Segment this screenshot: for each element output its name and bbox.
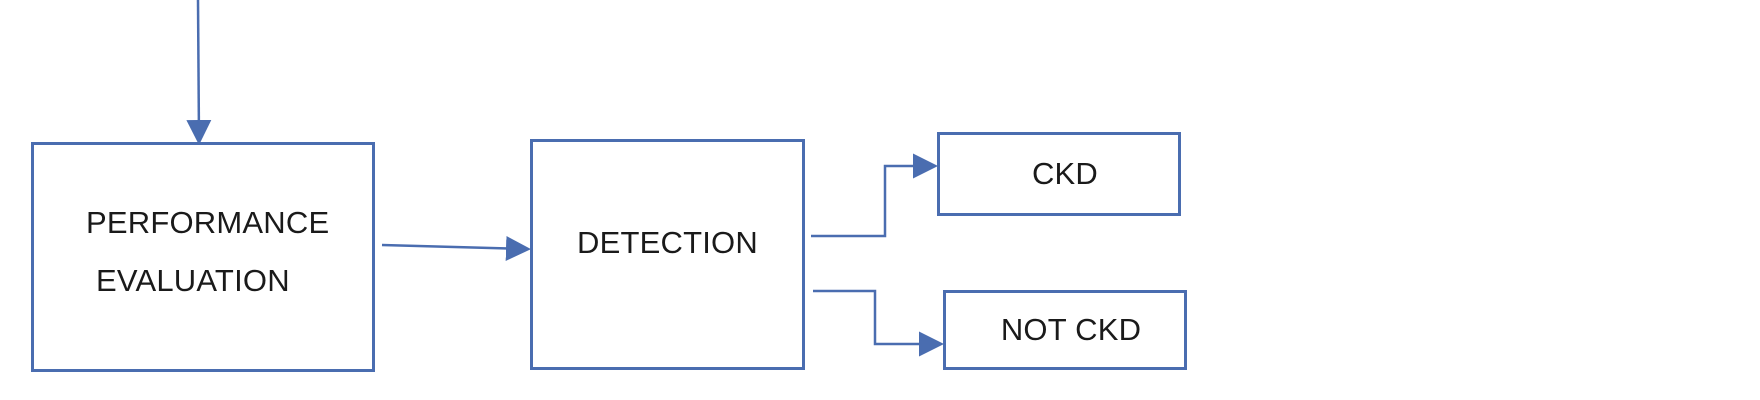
- performance-evaluation-box: PERFORMANCE EVALUATION: [31, 142, 375, 372]
- detection-box: DETECTION: [530, 139, 805, 370]
- performance-evaluation-label: PERFORMANCE EVALUATION: [86, 198, 329, 305]
- not-ckd-box: NOT CKD: [943, 290, 1187, 370]
- performance-label-line1: PERFORMANCE: [86, 205, 330, 241]
- arrow-detection-to-ckd: [811, 153, 938, 238]
- not-ckd-label: NOT CKD: [1000, 312, 1142, 348]
- arrow-performance-to-detection: [381, 235, 531, 261]
- arrow-detection-to-not-ckd: [813, 289, 944, 357]
- ckd-label: CKD: [1031, 156, 1099, 192]
- arrow-into-performance: [186, 0, 212, 145]
- performance-label-line2: EVALUATION: [96, 263, 290, 298]
- ckd-box: CKD: [937, 132, 1181, 216]
- detection-label: DETECTION: [577, 225, 758, 260]
